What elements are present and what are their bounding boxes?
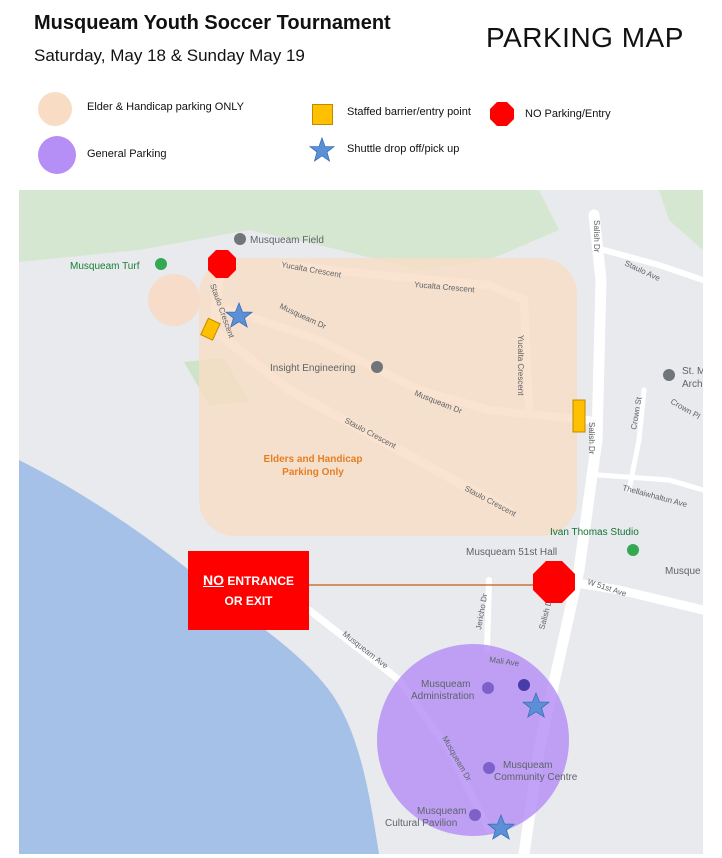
- street-salish-2: Salish Dr: [587, 422, 596, 455]
- barrier-marker-staulo: [200, 317, 221, 341]
- place-cultural-line2: Cultural Pavilion: [385, 818, 457, 829]
- legend-elder-label: Elder & Handicap parking ONLY: [87, 101, 244, 113]
- no-entrance-no: NO: [202, 572, 224, 588]
- parking-map: Musqueam Field Musqueam Turf Insight Eng…: [19, 190, 703, 854]
- legend-barrier-swatch: [312, 104, 333, 125]
- elder-zone-label-2: Parking Only: [282, 467, 344, 478]
- place-community-line1: Musqueam: [503, 760, 552, 771]
- community-pin-icon: [483, 762, 495, 774]
- legend-shuttle-label: Shuttle drop off/pick up: [347, 143, 460, 155]
- insight-pin-icon: [371, 361, 383, 373]
- street-yucalta-3: Yucalta Crescent: [516, 335, 525, 396]
- church-pin-icon: [663, 369, 675, 381]
- place-admin-line2: Administration: [411, 691, 474, 702]
- legend-barrier-label: Staffed barrier/entry point: [347, 106, 471, 118]
- map-title: PARKING MAP: [486, 22, 684, 53]
- place-musque: Musque: [665, 566, 701, 577]
- map-park-top: [19, 190, 559, 270]
- elder-parking-zone: [199, 258, 577, 536]
- road-thellai: [596, 472, 703, 493]
- shuttle-star-pavilion: [486, 813, 516, 840]
- street-salish-1: Salish Dr: [592, 220, 601, 253]
- ivan-pin-icon: [627, 544, 639, 556]
- barrier-marker-salish: [572, 399, 586, 433]
- legend-shuttle-icon: [309, 137, 335, 162]
- shuttle-star-admin: [521, 691, 551, 718]
- street-mali: Mali Ave: [489, 655, 521, 668]
- no-entrance-or-exit-box: NO ENTRANCE OR EXIT: [188, 551, 309, 630]
- page-title: Musqueam Youth Soccer Tournament: [34, 12, 391, 34]
- place-musqueam-51st-hall: Musqueam 51st Hall: [466, 547, 557, 558]
- road-w51st-ave: [554, 575, 703, 615]
- road-jericho-dr: [484, 577, 492, 653]
- place-insight-engineering: Insight Engineering: [270, 363, 356, 374]
- map-park-right: [659, 190, 703, 250]
- elder-zone-label-1: Elders and Handicap: [264, 454, 363, 465]
- no-parking-marker-51st: [533, 561, 575, 603]
- shuttle-star-field: [224, 301, 254, 328]
- place-ivan-thomas-studio: Ivan Thomas Studio: [550, 527, 639, 538]
- place-musqueam-field: Musqueam Field: [250, 235, 324, 246]
- cultural-pin-icon: [469, 809, 481, 821]
- field-pin-icon: [234, 233, 246, 245]
- place-admin-line1: Musqueam: [421, 679, 470, 690]
- no-entrance-or-exit: OR EXIT: [224, 594, 273, 608]
- location-pin-icon: [518, 679, 530, 691]
- legend-no-parking-label: NO Parking/Entry: [525, 108, 611, 120]
- map-water: [19, 460, 379, 854]
- general-parking-zone: [377, 644, 569, 836]
- legend-general-label: General Parking: [87, 148, 167, 160]
- place-st-m: St. M: [682, 366, 703, 377]
- legend-no-parking-icon: [490, 102, 514, 126]
- page-subtitle: Saturday, May 18 & Sunday May 19: [34, 46, 305, 65]
- road-crown: [626, 387, 647, 493]
- pin-musqueam-turf[interactable]: [155, 258, 167, 270]
- place-arch: Arch: [682, 379, 703, 390]
- elder-parking-circle: [148, 274, 200, 326]
- place-musqueam-turf: Musqueam Turf: [70, 261, 140, 272]
- turf-pin-icon: [155, 258, 167, 270]
- place-community-line2: Community Centre: [494, 772, 578, 783]
- road-staulo-ave: [601, 247, 703, 283]
- place-cultural-line1: Musqueam: [417, 806, 466, 817]
- no-entrance-word: ENTRANCE: [223, 574, 294, 588]
- legend-general-swatch: [38, 136, 76, 174]
- legend-elder-swatch: [38, 92, 72, 126]
- admin-pin-icon: [482, 682, 494, 694]
- no-parking-marker-field: [208, 250, 236, 278]
